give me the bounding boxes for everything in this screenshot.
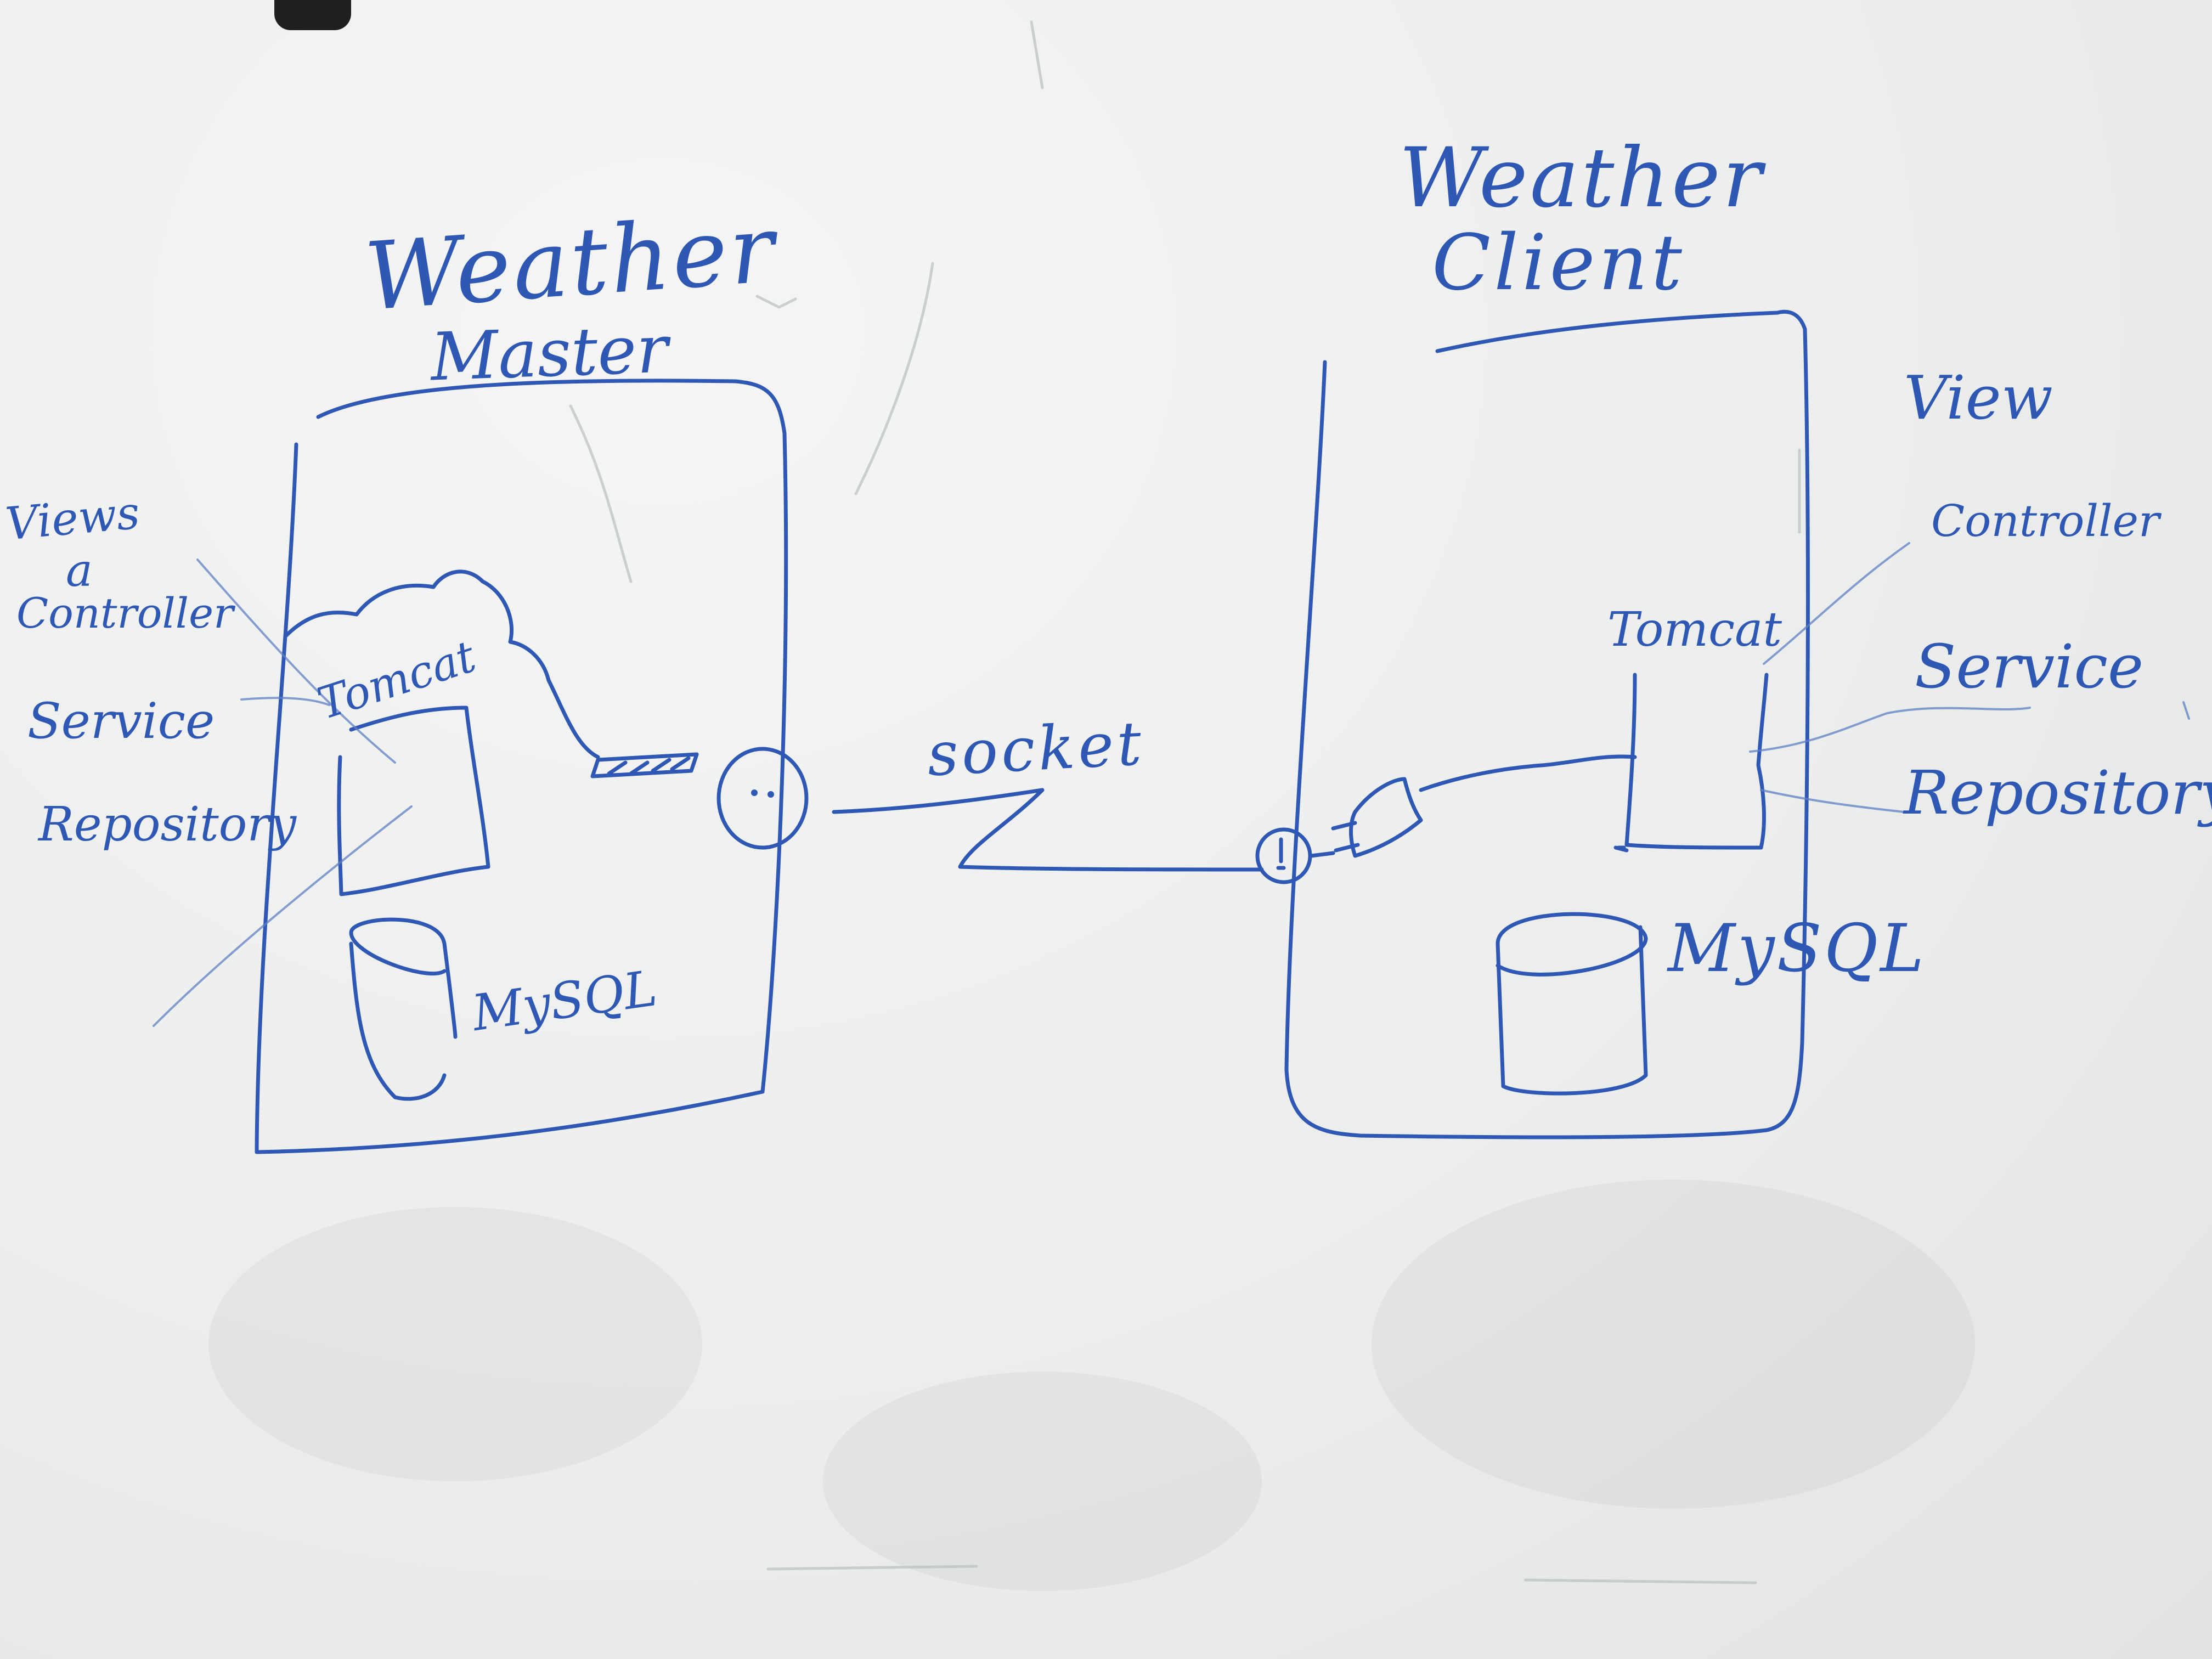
- client-layer-line: [1749, 707, 2031, 753]
- client-title-line1: Weather: [1399, 131, 1764, 226]
- ghost-stroke: [755, 295, 797, 309]
- client-plug: [1309, 777, 1423, 858]
- smudge: [1372, 1180, 1975, 1509]
- client-layer-line: [1760, 789, 1905, 813]
- client-mysql-cylinder: [1496, 912, 1648, 1096]
- socket-line: [832, 788, 1264, 872]
- ghost-stroke: [1523, 1578, 1757, 1584]
- master-crossout-line: [153, 805, 413, 1027]
- master-layer-repository: Repository: [38, 797, 297, 852]
- master-layer-line: [240, 697, 330, 706]
- master-socket-endpoint: [716, 747, 809, 850]
- client-layer-repository: Repository: [1904, 758, 2212, 828]
- master-crossout-line: [196, 558, 396, 764]
- client-socket-endpoint: [1255, 827, 1312, 884]
- smudge: [823, 1372, 1262, 1591]
- ghost-stroke: [569, 404, 633, 583]
- socket-dot: [751, 789, 758, 796]
- client-layer-service: Service: [1915, 631, 2144, 702]
- client-cable: [1419, 754, 1637, 792]
- master-layer-views: Views: [3, 487, 142, 551]
- socket-label: socket: [925, 708, 1147, 790]
- client-tomcat-label: Tomcat: [1607, 602, 1782, 657]
- client-box: [1284, 309, 1810, 1139]
- master-tomcat-box: [337, 706, 490, 896]
- socket-dot: [768, 791, 774, 798]
- client-layer-line: [2182, 701, 2190, 720]
- client-layer-controller: Controller: [1931, 495, 2160, 546]
- client-layer-view: View: [1904, 363, 2053, 433]
- client-socket-mark: [1276, 837, 1286, 870]
- board-clip: [274, 0, 351, 30]
- client-title-line2: Client: [1432, 218, 1685, 308]
- client-tomcat-box: [1624, 673, 1769, 850]
- master-connector: [590, 752, 699, 778]
- client-layer-line: [1763, 542, 1910, 665]
- master-title-line2: Master: [429, 311, 669, 396]
- master-title-line1: Weather: [362, 195, 780, 332]
- master-tomcat-cloud: [283, 569, 600, 759]
- ghost-stroke: [854, 262, 934, 495]
- master-layer-and: a: [66, 545, 93, 597]
- ghost-stroke: [1030, 20, 1044, 89]
- ghost-stroke: [766, 1565, 978, 1571]
- client-mysql-label: MySQL: [1668, 911, 1926, 987]
- master-mysql-cylinder: [349, 917, 458, 1101]
- smudge: [208, 1207, 702, 1481]
- master-layer-controller: Controller: [16, 589, 234, 637]
- master-layer-service: Service: [27, 692, 215, 750]
- master-box: [255, 379, 788, 1154]
- client-tomcat-box-inner: [1613, 845, 1629, 853]
